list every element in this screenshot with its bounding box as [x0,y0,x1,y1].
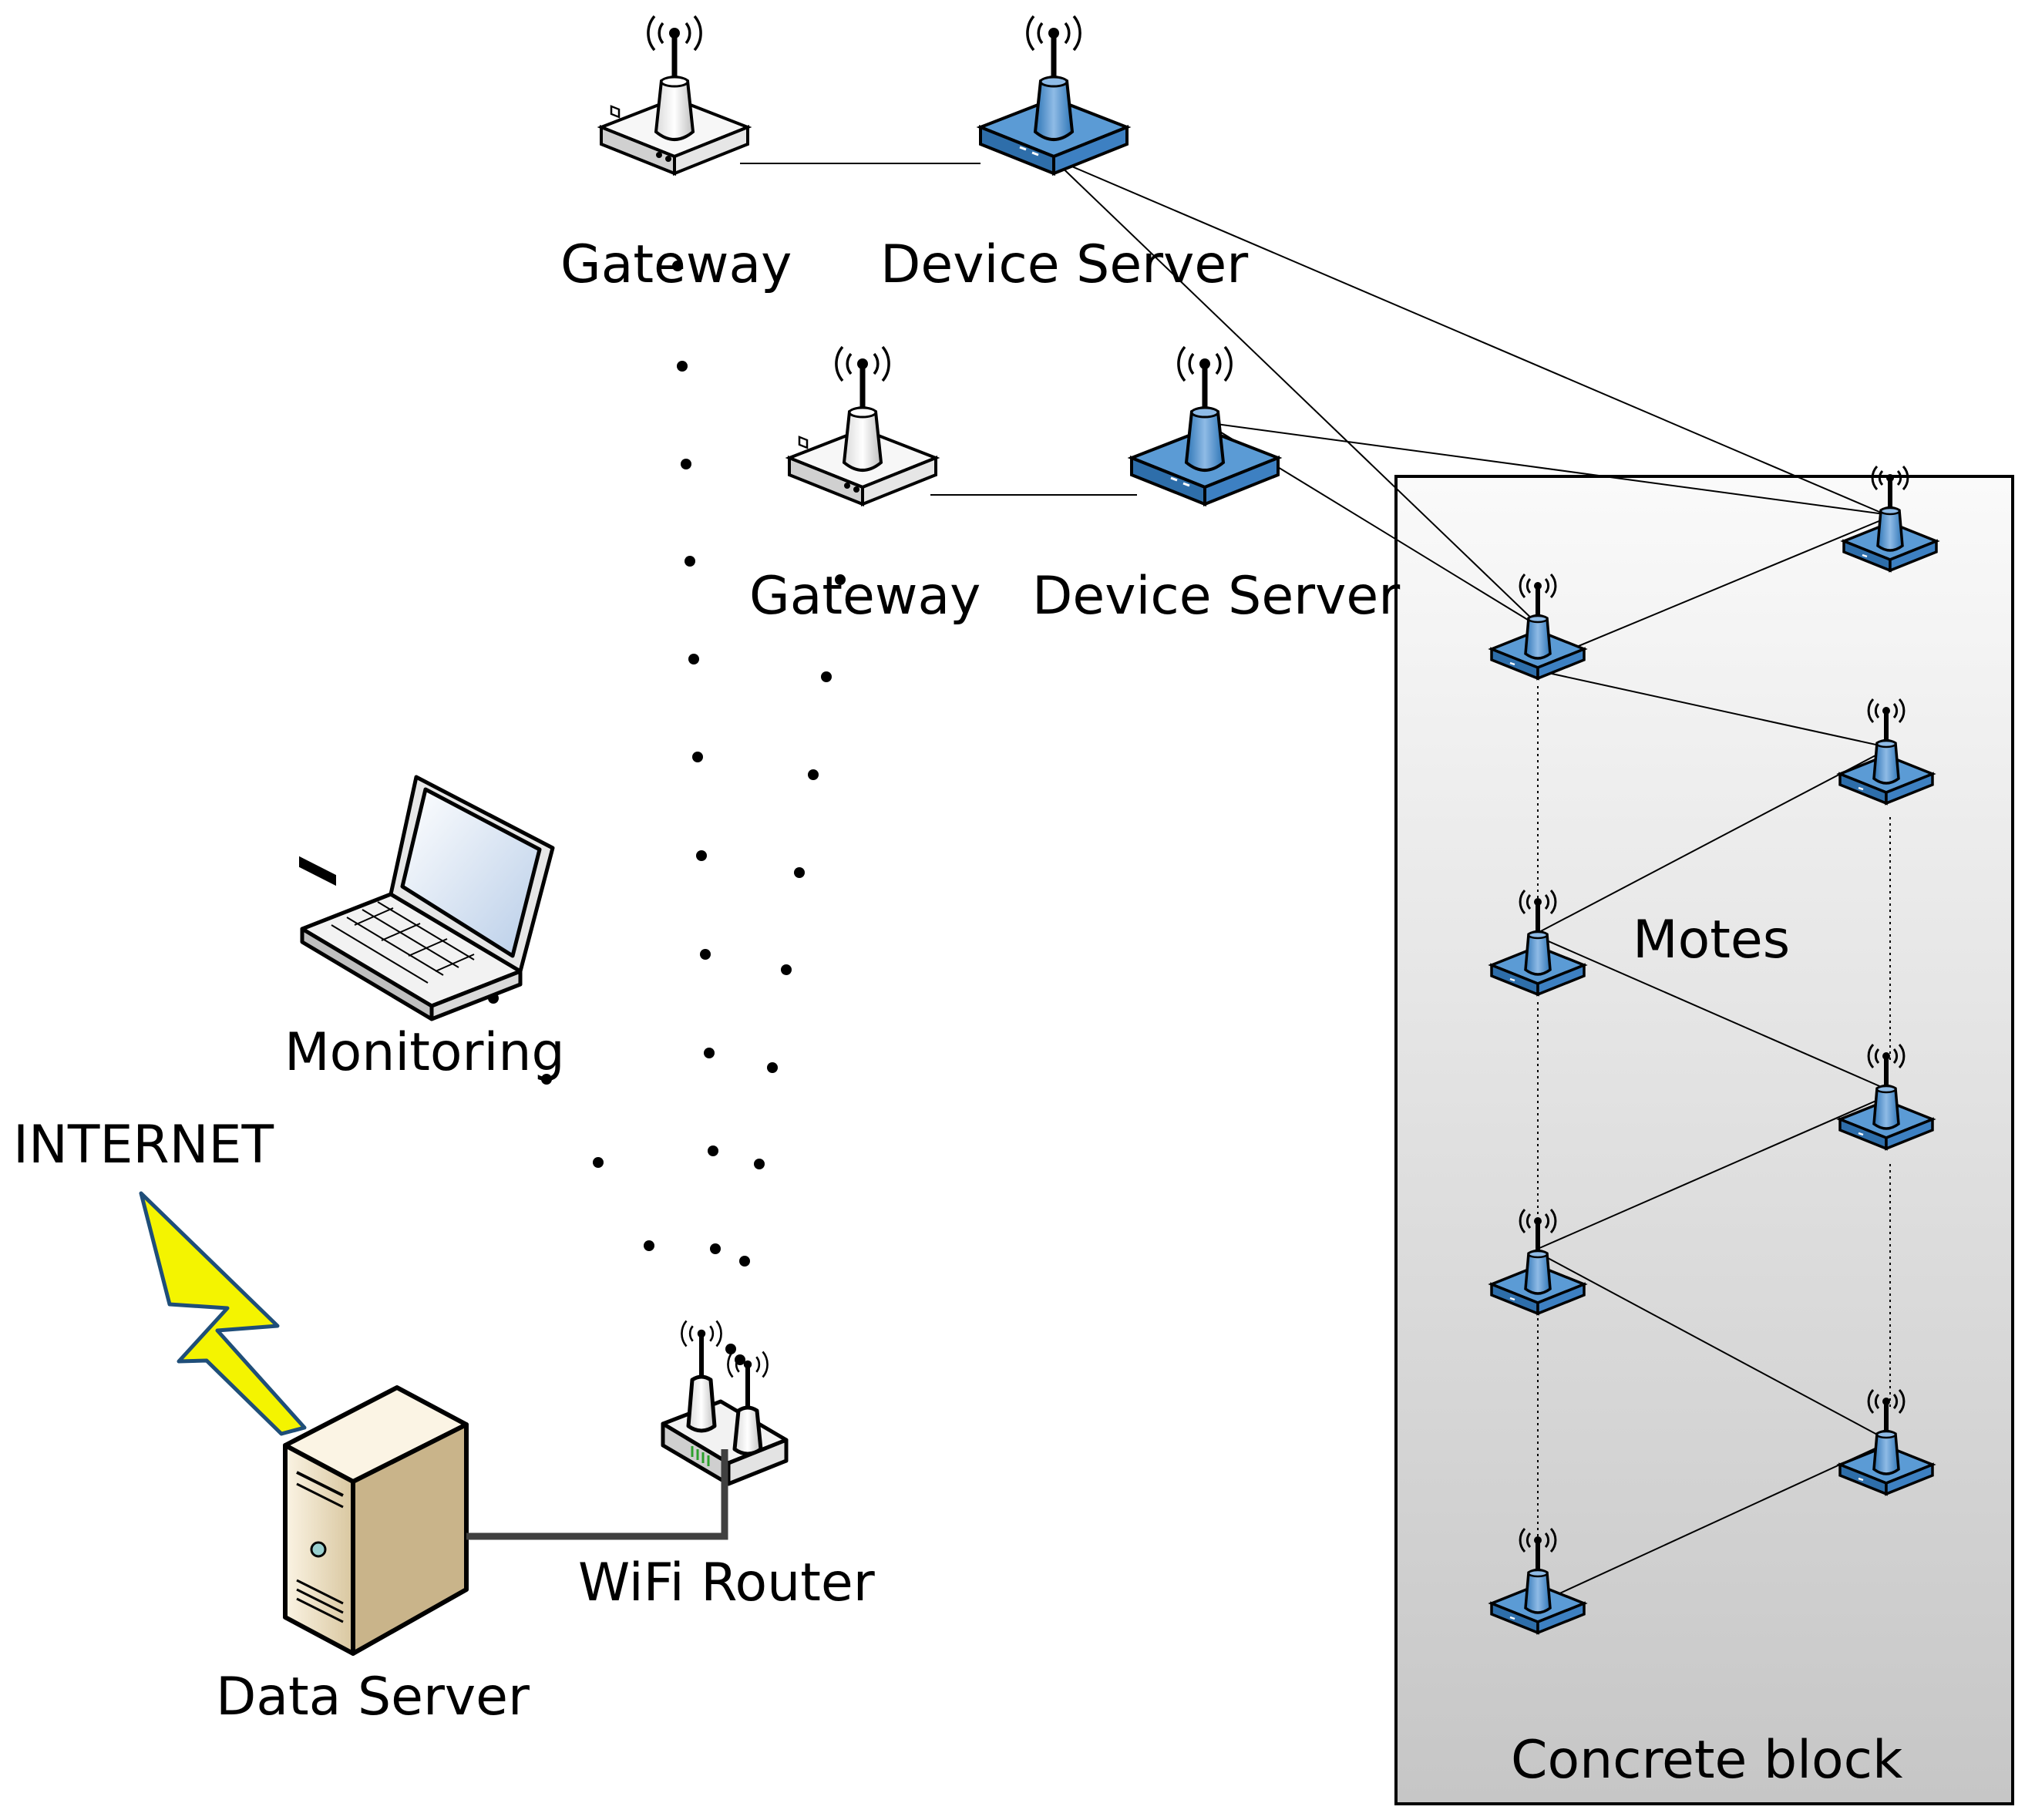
data-server-label: Data Server [216,1667,530,1727]
connection-lines [740,157,1891,1604]
motes-label: Motes [1633,910,1791,971]
wireless-dots [488,261,846,1365]
gateway-label-top: Gateway [560,234,792,295]
gateway-icon [789,345,936,504]
wifi-router-icon [661,1320,789,1486]
wifi-router-label: WiFi Router [578,1553,875,1613]
device-server-label-mid: Device Server [1032,566,1401,627]
server-tower-icon [283,856,469,1656]
internet-label: INTERNET [13,1115,274,1176]
device-server-icon [981,15,1127,173]
concrete-block [1394,475,2014,1805]
gateway-icon [601,15,748,173]
lightning-icon [139,1191,307,1436]
laptop-icon [300,775,555,1021]
device-server-label-top: Device Server [880,234,1249,295]
concrete-block-label: Concrete block [1511,1730,1903,1791]
gateway-label-mid: Gateway [749,566,981,627]
dotted-mote-links [1537,686,1891,1549]
monitoring-label: Monitoring [284,1022,565,1083]
wired-link [466,1449,728,1540]
device-server-icon [1132,345,1278,504]
